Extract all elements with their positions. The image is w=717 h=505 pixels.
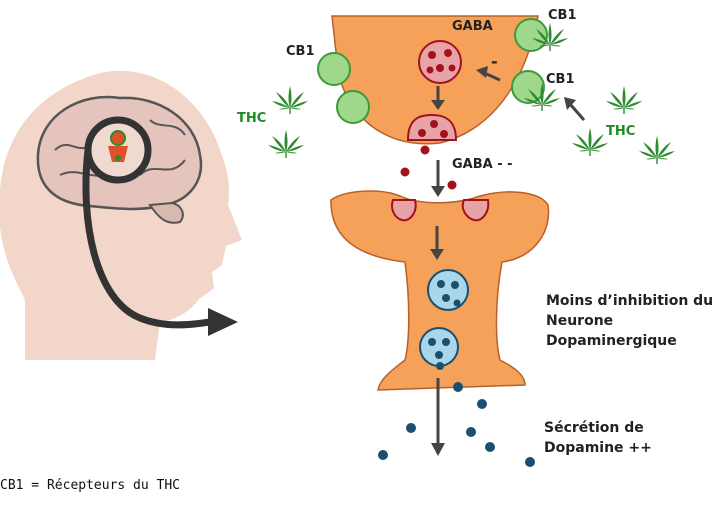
gaba-receptor [391, 199, 490, 222]
minus-sign: - [491, 52, 498, 71]
cb1-label-right: CB1 [546, 72, 575, 87]
gaba-vesicle [418, 40, 462, 84]
gaba-release-label: GABA - - [452, 157, 513, 172]
secretion-text-line2: Dopamine ++ [544, 440, 652, 456]
inhibition-text-line3: Dopaminergique [546, 333, 677, 349]
thc-label-left: THC [237, 111, 266, 126]
thc-label-right: THC [606, 124, 635, 139]
dopamine-molecules [378, 382, 535, 467]
gaba-molecule [447, 180, 457, 190]
inhibition-text-line1: Moins d’inhibition du [546, 293, 714, 309]
cb1-label-top-right: CB1 [548, 8, 577, 23]
gaba-vesicle-docked [406, 113, 458, 141]
gaba-molecule [420, 145, 430, 155]
secretion-text-line1: Sécrétion de [544, 420, 644, 436]
inhibition-text-line2: Neurone [546, 313, 614, 329]
gaba-label: GABA [452, 19, 493, 34]
dopamine-vesicle [419, 327, 459, 370]
brain-zoom-ring [84, 116, 152, 184]
thc-binding-arrow [568, 103, 586, 121]
cb1-label-left: CB1 [286, 44, 315, 59]
gaba-molecule [400, 167, 410, 177]
brain-to-neuron-arrow [82, 149, 238, 336]
cb1-receptor [317, 18, 548, 124]
legend-caption: CB1 = Récepteurs du THC [0, 478, 181, 493]
dopamine-vesicle [427, 269, 469, 311]
